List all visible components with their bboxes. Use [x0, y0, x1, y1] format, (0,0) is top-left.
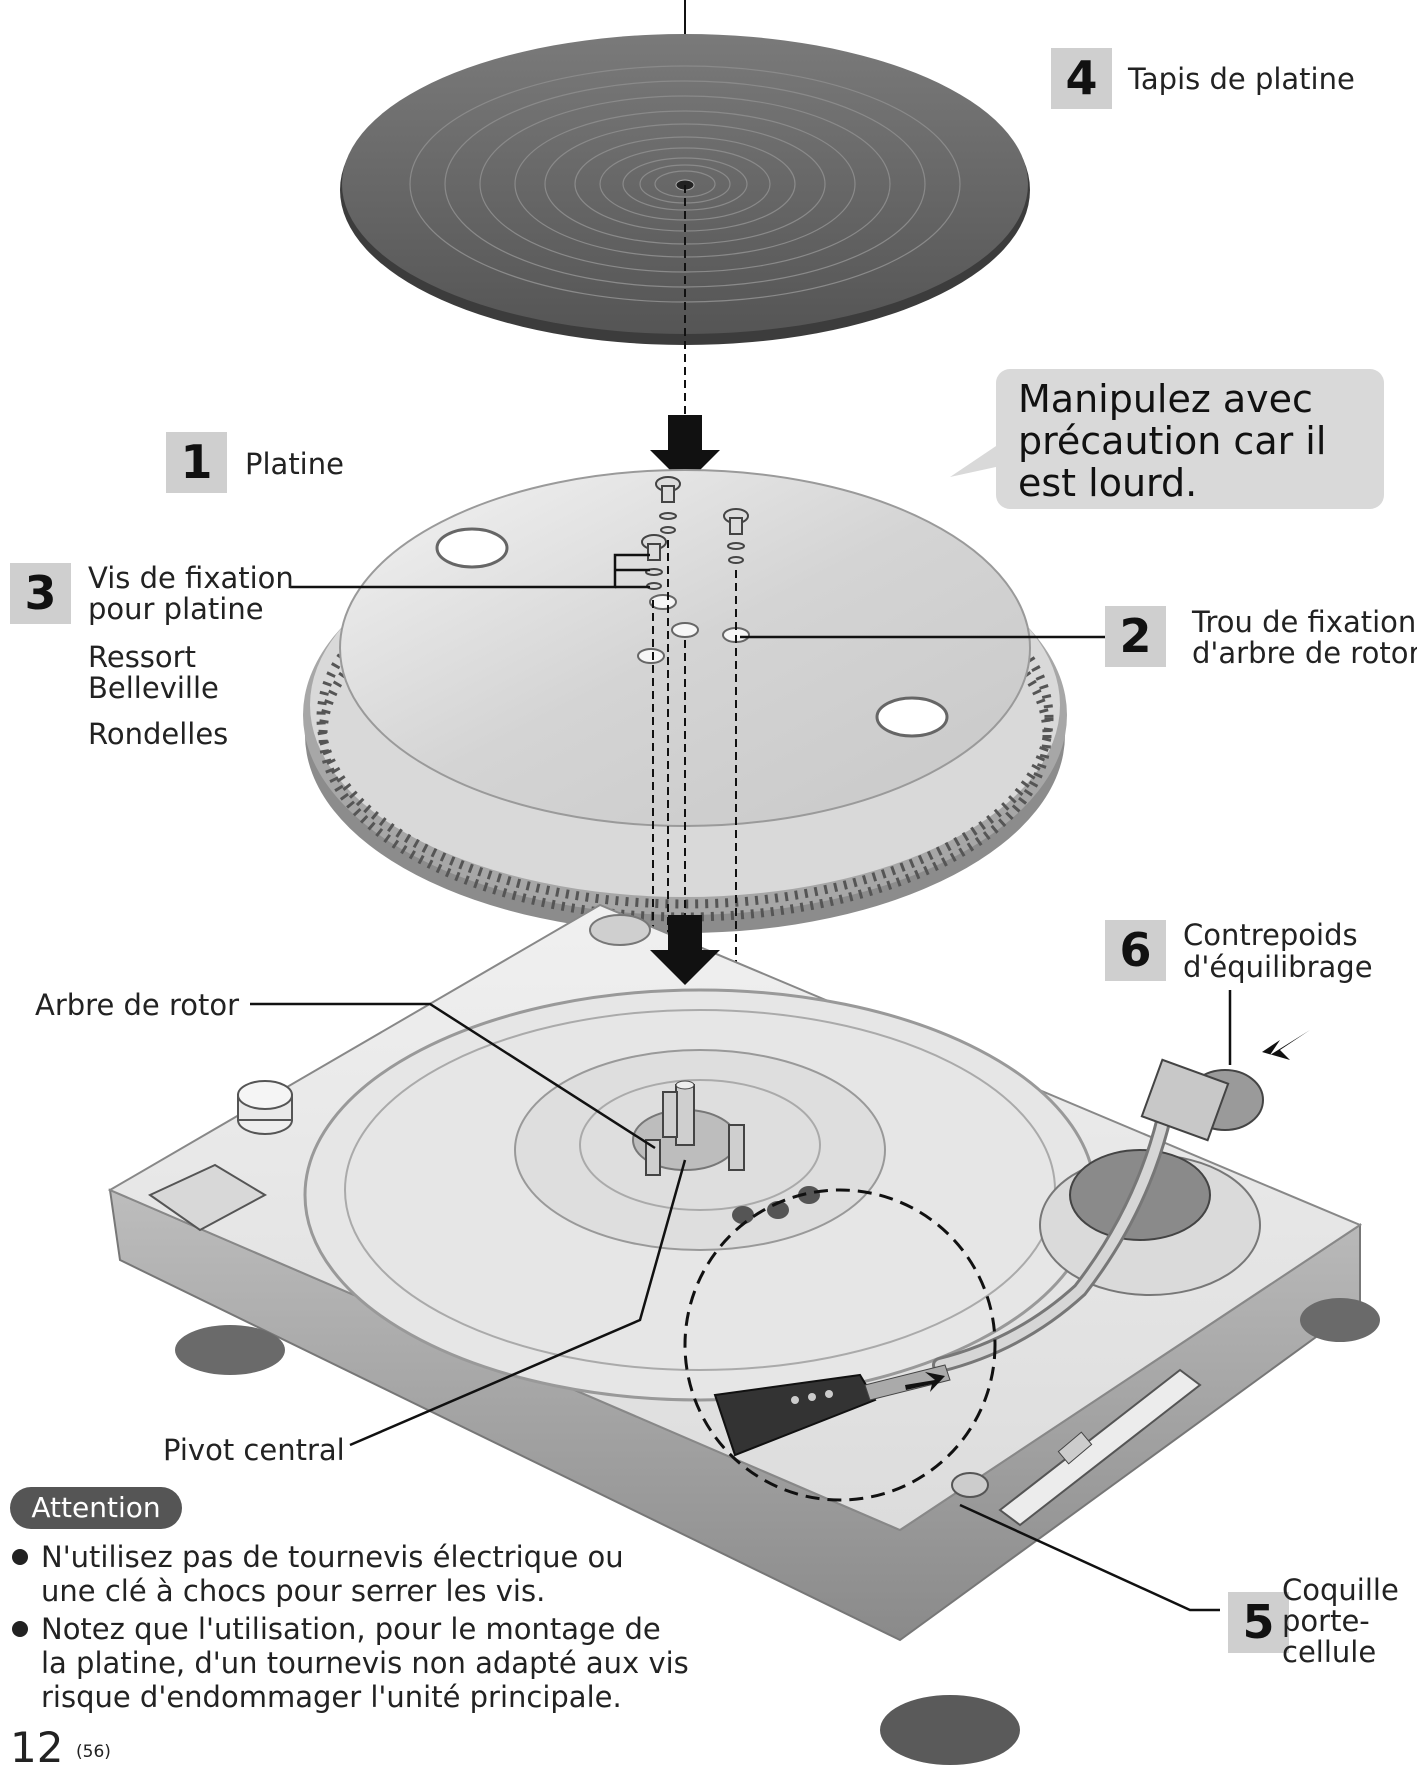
- badge-5: 5: [1228, 1592, 1289, 1653]
- label-ressort-line2: Belleville: [88, 671, 219, 705]
- badge-4: 4: [1051, 48, 1112, 109]
- badge-3: 3: [10, 563, 71, 624]
- turntable-body: [107, 903, 1380, 1765]
- badge-6: 6: [1105, 920, 1166, 981]
- label-pivot-central: Pivot central: [163, 1433, 345, 1467]
- label-trou-de-fixation-line1: Trou de fixation: [1192, 605, 1417, 639]
- attention-item-line: risque d'endommager l'unité principale.: [41, 1680, 622, 1714]
- label-rondelles: Rondelles: [88, 717, 229, 751]
- label-coquille-line3: cellule: [1282, 1635, 1377, 1669]
- label-vis-de-fixation-line2: pour platine: [88, 592, 264, 626]
- callout-line-1: Manipulez avec: [1018, 377, 1313, 421]
- badge-1: 1: [166, 432, 227, 493]
- leader-lines: [250, 553, 1232, 1612]
- bullet-icon: [12, 1621, 28, 1637]
- assembly-arrow-bottom: [650, 915, 720, 985]
- attention-item-line: une clé à chocs pour serrer les vis.: [41, 1574, 546, 1608]
- label-trou-de-fixation-line2: d'arbre de rotor: [1192, 636, 1417, 670]
- label-arbre-de-rotor: Arbre de rotor: [35, 988, 240, 1022]
- label-ressort-line1: Ressort: [88, 640, 196, 674]
- attention-item: Notez que l'utilisation, pour le montage…: [10, 1612, 690, 1714]
- attention-item-line: Notez que l'utilisation, pour le montage…: [41, 1612, 661, 1646]
- label-contrepoids-line2: d'équilibrage: [1183, 950, 1373, 984]
- label-coquille-line2: porte-: [1282, 1604, 1370, 1638]
- bullet-icon: [12, 1549, 28, 1565]
- label-coquille-line1: Coquille: [1282, 1573, 1399, 1607]
- guide-lines: [652, 540, 737, 1130]
- page-number: 12: [10, 1723, 64, 1772]
- label-tapis-de-platine: Tapis de platine: [1128, 62, 1355, 96]
- label-platine: Platine: [245, 447, 344, 481]
- attention-item: N'utilisez pas de tournevis électrique o…: [10, 1540, 690, 1608]
- badge-2: 2: [1105, 606, 1166, 667]
- callout-line-3: est lourd.: [1018, 461, 1198, 505]
- attention-list: N'utilisez pas de tournevis électrique o…: [10, 1540, 690, 1718]
- assembly-arrow-top: [650, 415, 720, 485]
- callout-tail: [950, 440, 1005, 477]
- warning-callout: Manipulez avec précaution car il est lou…: [996, 369, 1384, 509]
- attention-badge: Attention: [10, 1487, 182, 1529]
- callout-line-2: précaution car il: [1018, 419, 1327, 463]
- label-vis-de-fixation-line1: Vis de fixation: [88, 561, 294, 595]
- label-contrepoids-line1: Contrepoids: [1183, 918, 1358, 952]
- attention-item-line: la platine, d'un tournevis non adapté au…: [41, 1646, 689, 1680]
- attention-item-line: N'utilisez pas de tournevis électrique o…: [41, 1540, 624, 1574]
- headshell-highlight-circle: [683, 1188, 997, 1502]
- page-sub-number: (56): [76, 1742, 111, 1762]
